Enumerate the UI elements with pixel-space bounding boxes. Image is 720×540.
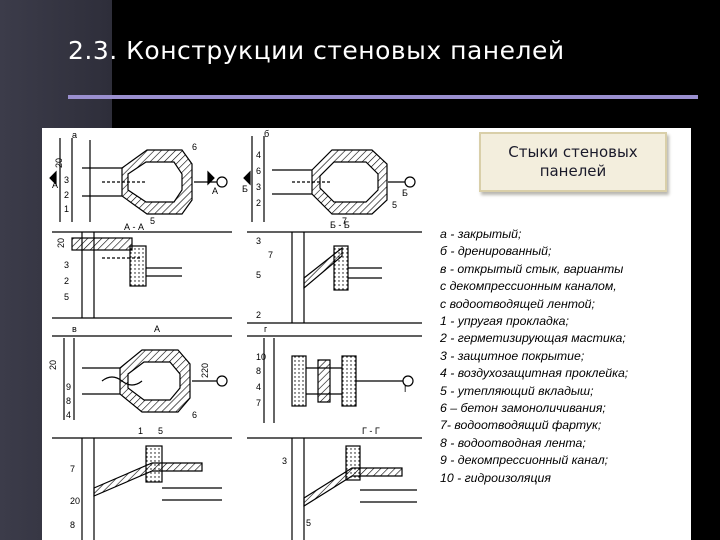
title-underline — [68, 95, 698, 99]
legend-item: в - открытый стык, варианты — [440, 261, 624, 276]
caption-box: Стыки стеновых панелей — [479, 132, 667, 192]
legend-item: 1 - упругая прокладка; — [440, 314, 569, 329]
text-panel: Стыки стеновых панелей а - закрытый; б -… — [425, 128, 691, 540]
callout-2-b-sec: 2 — [256, 310, 261, 320]
callout-7-v-sec: 7 — [70, 464, 75, 474]
caption-line-1: Стыки стеновых — [508, 143, 638, 161]
mark-b-left: Б — [242, 184, 248, 194]
caption-line-2: панелей — [539, 162, 607, 180]
legend-item: 2 - герметизирующая мастика; — [440, 331, 626, 346]
section-label-b-b: Б - Б — [330, 220, 350, 230]
legend-item: б - дренированный; — [440, 244, 552, 259]
view-v-plan — [52, 335, 232, 420]
slide-title: 2.3. Конструкции стеновых панелей — [68, 36, 565, 65]
callout-6-v: 6 — [192, 410, 197, 420]
callout-7-b: 7 — [342, 216, 347, 226]
view-a-section — [52, 231, 232, 319]
callout-2-b: 2 — [256, 198, 261, 208]
callout-3-g-sec: 3 — [282, 456, 287, 466]
callout-2-a: 2 — [64, 190, 69, 200]
callout-2-a-sec: 2 — [64, 276, 69, 286]
dim-20-v-sec: 20 — [70, 496, 80, 506]
legend-item: 7- водоотводящий фартук; — [440, 418, 602, 433]
view-b-plan — [243, 136, 416, 222]
section-label-a-a: А - А — [124, 222, 144, 232]
callout-5-b: 5 — [392, 200, 397, 210]
callout-3-b: 3 — [256, 182, 261, 192]
callout-4-v: 4 — [66, 410, 71, 420]
callout-3-a-sec: 3 — [64, 260, 69, 270]
mark-a-left: А — [52, 180, 58, 190]
legend-item: а - закрытый; — [440, 227, 522, 241]
legend-item: 10 - гидроизоляция — [440, 470, 551, 485]
callout-8-g: 8 — [256, 366, 261, 376]
legend-list: а - закрытый; б - дренированный; в - отк… — [440, 226, 628, 487]
callout-4-b: 4 — [256, 150, 261, 160]
callout-3-a: 3 — [64, 175, 69, 185]
callout-8-v-sec: 8 — [70, 520, 75, 530]
legend-item: 5 - утепляющий вкладыш; — [440, 383, 594, 398]
drawing-panel: а 20 А А 3 2 1 5 6 А - А 20 3 2 5 — [42, 128, 425, 540]
view-b-section — [247, 231, 422, 324]
view-letter-a: а — [72, 130, 77, 140]
callout-5-a-sec: 5 — [64, 292, 69, 302]
callout-5-a: 5 — [150, 216, 155, 226]
dim-20-a: 20 — [54, 158, 64, 168]
callout-8-v: 8 — [66, 396, 71, 406]
callout-9-v: 9 — [66, 382, 71, 392]
section-label-g-g: Г - Г — [362, 426, 380, 436]
callout-6-b: 6 — [256, 166, 261, 176]
legend-item: с декомпрессионным каналом, — [440, 279, 617, 294]
mark-a-v: А — [154, 324, 160, 334]
callout-4-g: 4 — [256, 382, 261, 392]
callout-3-b-sec: 3 — [256, 236, 261, 246]
mark-b-right: Б — [402, 188, 408, 198]
view-letter-g: г — [264, 324, 268, 334]
dim-20-a-sec: 20 — [56, 238, 66, 248]
view-g-plan — [247, 335, 422, 423]
callout-7-g: 7 — [256, 398, 261, 408]
legend-item: 8 - водоотводная лента; — [440, 435, 586, 450]
callout-7-b-sec: 7 — [268, 250, 273, 260]
callout-10-g: 10 — [256, 352, 266, 362]
wall-panel-joints-drawing: а 20 А А 3 2 1 5 6 А - А 20 3 2 5 — [48, 129, 422, 540]
legend-item: 4 - воздухозащитная проклейка; — [440, 366, 629, 381]
legend-item: 3 - защитное покрытие; — [440, 348, 585, 363]
legend-item: 9 - декомпрессионный канал; — [440, 453, 609, 468]
caption-text: Стыки стеновых панелей — [508, 143, 637, 181]
callout-5-v-sec: 5 — [158, 426, 163, 436]
dim-220-v: 220 — [200, 363, 210, 378]
callout-1-a: 1 — [64, 204, 69, 214]
view-v-section — [52, 437, 232, 540]
view-letter-v: в — [72, 324, 77, 334]
view-g-section — [247, 437, 422, 540]
view-a-plan — [49, 138, 228, 222]
view-letter-b: б — [264, 129, 269, 139]
callout-1-v-sec: 1 — [138, 426, 143, 436]
dim-20-v: 20 — [48, 360, 58, 370]
legend-item: 6 – бетон замоноличивания; — [440, 401, 606, 416]
callout-6-a: 6 — [192, 142, 197, 152]
mark-g-right: Г — [404, 384, 409, 394]
legend-item: с водоотводящей лентой; — [440, 296, 595, 311]
callout-5-b-sec: 5 — [256, 270, 261, 280]
callout-5-g-sec: 5 — [306, 518, 311, 528]
mark-a-right: А — [212, 186, 218, 196]
